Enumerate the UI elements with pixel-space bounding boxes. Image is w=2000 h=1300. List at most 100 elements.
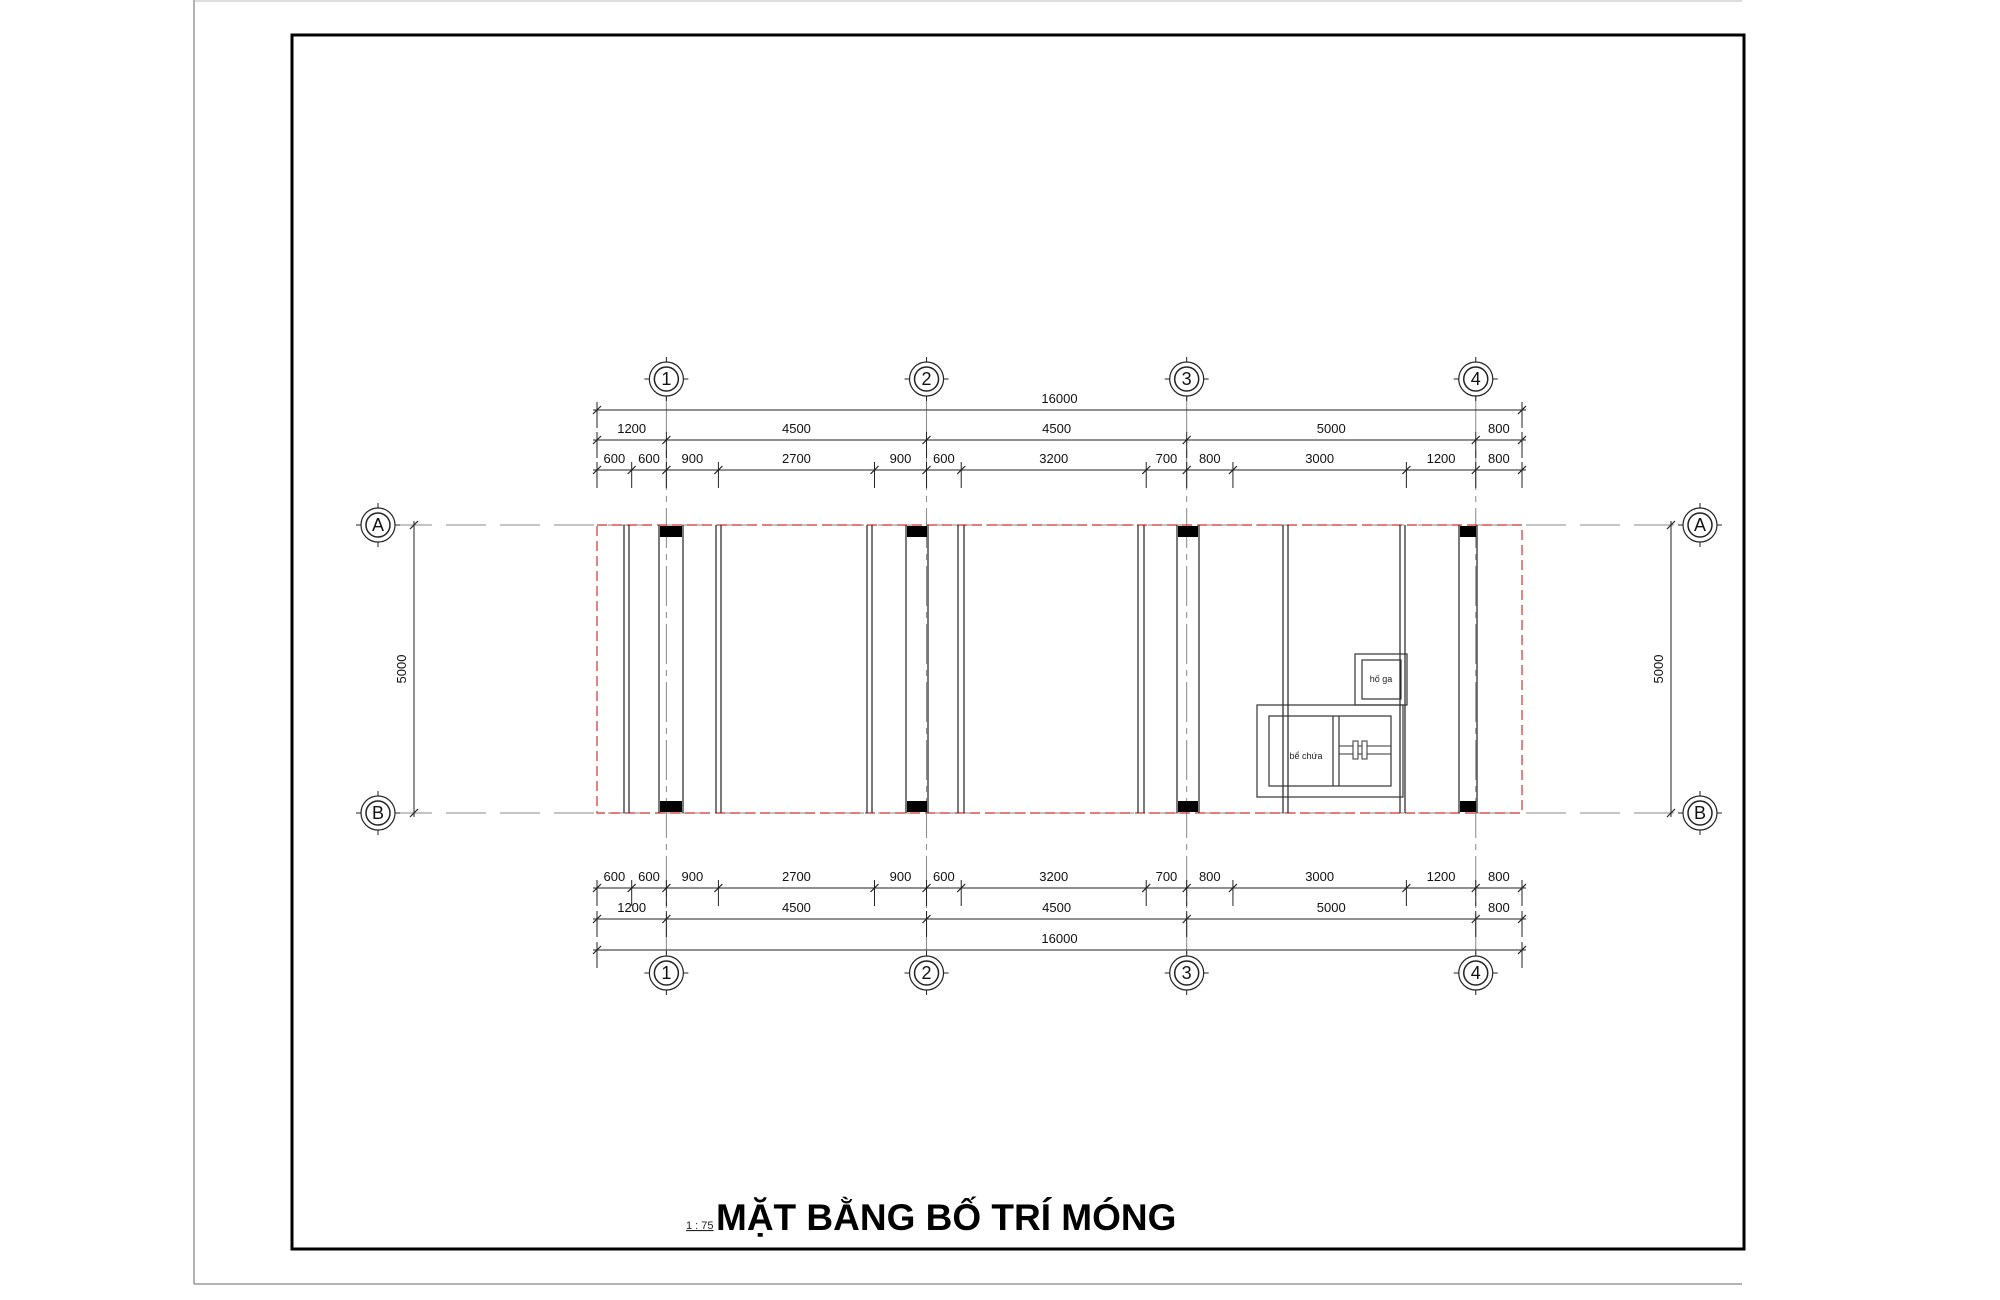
grid-bubble-label: 1	[661, 369, 671, 389]
column-block	[1178, 801, 1198, 812]
footprint-boundary	[596, 524, 1523, 814]
grid-bubble-inner	[653, 366, 680, 392]
dimension-tick	[592, 435, 602, 445]
dimension-text: 2700	[782, 869, 811, 884]
dimension-tick	[592, 465, 602, 475]
grid-bubble-inner	[1173, 960, 1200, 986]
dimension-tick	[956, 883, 966, 893]
column-block	[907, 801, 927, 812]
drawing-title: MẶT BẰNG BỐ TRÍ MÓNG	[716, 1196, 1176, 1238]
dimension-tick	[1517, 435, 1527, 445]
dimension-text: 800	[1199, 869, 1221, 884]
dimension-tick	[661, 914, 671, 924]
dimension-tick	[713, 465, 723, 475]
dimension-tick	[627, 883, 637, 893]
grid-bubble-inner	[653, 960, 680, 986]
dimension-tick	[1228, 883, 1238, 893]
dimension-tick	[1471, 883, 1481, 893]
dimension-text: 4500	[1042, 900, 1071, 915]
dimension-tick	[1666, 520, 1676, 530]
dimension-tick	[922, 883, 931, 893]
dimension-text: 4500	[782, 421, 811, 436]
dimension-tick	[1182, 883, 1192, 893]
grid-bubble-label: 2	[922, 369, 932, 389]
dimension-text: 600	[638, 451, 660, 466]
dimension-text: 900	[890, 451, 912, 466]
dimension-tick	[592, 883, 602, 893]
dimension-text: 2700	[782, 451, 811, 466]
dimension-text: 600	[933, 451, 955, 466]
dimension-tick	[1517, 945, 1527, 955]
dimension-tick	[1517, 883, 1527, 893]
grid-bubble-label: 3	[1182, 963, 1192, 983]
dimension-text: 800	[1488, 869, 1510, 884]
dimension-text: 800	[1488, 451, 1510, 466]
dimension-text: 800	[1488, 421, 1510, 436]
dimension-tick	[1182, 914, 1192, 924]
grid-bubble-label: 4	[1471, 369, 1481, 389]
dimension-tick	[661, 883, 671, 893]
dimension-tick	[1517, 914, 1527, 924]
dimension-text: 5000	[394, 655, 409, 684]
tank-inner	[1268, 715, 1392, 787]
dimension-text: 3000	[1305, 451, 1334, 466]
dimension-tick	[870, 883, 879, 893]
dimension-tick	[592, 914, 602, 924]
grid-bubble-inner	[1463, 366, 1489, 392]
dimension-text: 900	[682, 451, 704, 466]
dimension-tick	[409, 520, 419, 530]
dimension-tick	[1401, 465, 1411, 475]
dimension-tick	[592, 405, 602, 415]
grid-bubble-inner	[1687, 800, 1713, 826]
grid-bubble-label: 3	[1182, 369, 1192, 389]
dimension-tick	[409, 808, 419, 818]
grid-bubble-label: 4	[1471, 963, 1481, 983]
dimension-text: 4500	[782, 900, 811, 915]
grid-bubble-inner	[365, 512, 391, 538]
grid-bubble-label: 2	[922, 963, 932, 983]
column-block	[907, 526, 927, 537]
dimension-text: 1200	[617, 421, 646, 436]
dimension-text: 3200	[1039, 451, 1068, 466]
dimension-text: 5000	[1317, 900, 1346, 915]
dimension-tick	[627, 465, 637, 475]
column-block	[660, 801, 682, 812]
tank-outer	[1256, 704, 1404, 798]
grid-bubble-label: A	[1694, 515, 1706, 535]
dimension-tick	[713, 883, 723, 893]
grid-bubble-label: A	[372, 515, 384, 535]
grid-bubble-label: 1	[661, 963, 671, 983]
dimension-text: 900	[890, 869, 912, 884]
dimension-tick	[922, 465, 931, 475]
grid-bubble-label: B	[372, 803, 384, 823]
grid-bubble-inner	[913, 366, 940, 392]
grid-bubble-label: B	[1694, 803, 1706, 823]
dimension-tick	[1401, 883, 1411, 893]
dimension-text: 1200	[1427, 869, 1456, 884]
dimension-tick	[1517, 465, 1527, 475]
dimension-tick	[1141, 883, 1151, 893]
manhole-label: hố ga	[1370, 674, 1393, 684]
column-block	[1178, 526, 1198, 537]
dimension-text: 3000	[1305, 869, 1334, 884]
dimension-tick	[956, 465, 966, 475]
column-block	[1460, 801, 1476, 812]
valve	[1352, 740, 1359, 760]
dimension-tick	[592, 945, 602, 955]
dimension-text: 4500	[1042, 421, 1071, 436]
drawing-frame	[290, 33, 1746, 1251]
dimension-tick	[1471, 435, 1481, 445]
dimension-tick	[1228, 465, 1238, 475]
grid-bubble-inner	[913, 960, 940, 986]
dimension-tick	[1666, 808, 1676, 818]
scale-label: 1 : 75	[686, 1220, 714, 1232]
grid-bubble-inner	[1173, 366, 1200, 392]
tank-label: bể chứa	[1289, 751, 1322, 761]
column-block	[1460, 526, 1476, 537]
dimension-text: 600	[603, 869, 625, 884]
dimension-text: 5000	[1651, 655, 1666, 684]
manhole-inner	[1361, 659, 1402, 700]
dimension-text: 1200	[617, 900, 646, 915]
grid-bubble-inner	[1687, 512, 1713, 538]
